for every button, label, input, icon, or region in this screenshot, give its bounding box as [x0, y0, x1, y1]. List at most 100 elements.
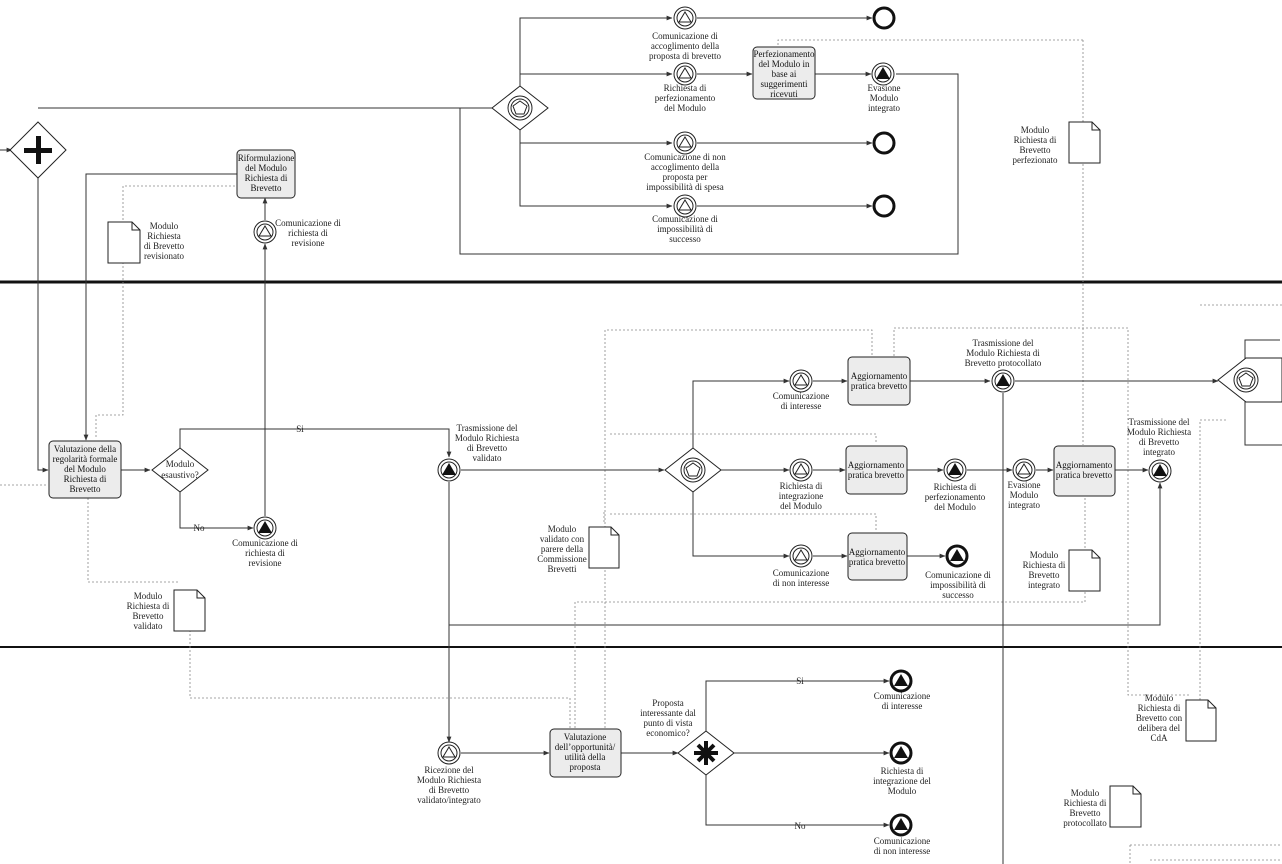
event-label-line: Comunicazione di: [652, 31, 718, 41]
signal-catch-event[interactable]: [673, 62, 697, 86]
event-label-line: richiesta di: [245, 548, 285, 558]
event-label-line: Comunicazione di: [652, 214, 718, 224]
document-icon: [107, 221, 141, 264]
modulo-esaustivo-gateway[interactable]: Modulo esaustivo?: [151, 447, 209, 493]
event-label-line: Modulo: [870, 93, 899, 103]
doc-label-line: Richiesta di: [1014, 135, 1057, 145]
signal-throw-event[interactable]: [253, 516, 277, 540]
event-label-line: del Modulo: [780, 501, 822, 511]
signal-end-event[interactable]: [889, 669, 913, 693]
event-label: Comunicazione di non interesse: [874, 836, 931, 856]
task-label: Aggiornamento: [851, 371, 908, 381]
signal-catch-icon: [794, 549, 808, 561]
signal-catch-event[interactable]: [789, 458, 813, 482]
task-label: suggerimenti: [761, 79, 808, 89]
signal-catch-icon: [1017, 463, 1031, 475]
signal-catch-event[interactable]: [253, 220, 277, 244]
event-label-line: accoglimento della: [651, 162, 719, 172]
signal-end-icon: [950, 549, 964, 561]
event-label-line: impossibilità di: [930, 580, 986, 590]
task-valutazione-regolarita[interactable]: Valutazione della regolarità formale del…: [48, 440, 122, 499]
task-aggiornamento-pratica[interactable]: Aggiornamento pratica brevetto: [845, 445, 908, 495]
event-label-line: Richiesta di: [881, 766, 924, 776]
end-event-icon[interactable]: [872, 194, 896, 218]
task-perfezionamento[interactable]: Perfezionamento del Modulo in base ai su…: [752, 46, 816, 100]
signal-end-event[interactable]: [889, 741, 913, 765]
parallel-gateway[interactable]: [9, 121, 67, 179]
doc-label-line: protocollato: [1063, 818, 1107, 828]
doc-label-line: validato con: [540, 534, 585, 544]
event-label-line: Comunicazione di non: [644, 152, 726, 162]
signal-throw-event[interactable]: [991, 369, 1015, 393]
signal-throw-event[interactable]: [943, 458, 967, 482]
flow-label-no: No: [194, 523, 205, 533]
event-label: Evasione Modulo integrato: [868, 83, 901, 113]
event-label-line: proposta di brevetto: [649, 51, 721, 61]
doc-label-line: Modulo: [1071, 788, 1100, 798]
end-event-icon[interactable]: [872, 131, 896, 155]
event-based-gateway[interactable]: [1217, 357, 1282, 403]
event-label-line: di Brevetto: [467, 443, 508, 453]
event-label-line: Modulo Richiesta: [1127, 427, 1191, 437]
signal-catch-event[interactable]: [437, 741, 461, 765]
flow-label-no: No: [795, 821, 806, 831]
task-aggiornamento-pratica[interactable]: Aggiornamento pratica brevetto: [1053, 445, 1116, 497]
signal-throw-event[interactable]: [437, 458, 461, 482]
event-label-line: Brevetto protocollato: [965, 358, 1042, 368]
event-based-gateway[interactable]: [664, 447, 722, 493]
event-based-gateway-icon: [680, 457, 706, 483]
document-icon: [1068, 121, 1101, 164]
end-event-icon[interactable]: [872, 6, 896, 30]
task-label: pratica brevetto: [851, 381, 908, 391]
task-riformulazione[interactable]: Riformulazione del Modulo Richiesta di B…: [236, 149, 296, 199]
signal-throw-icon: [948, 463, 962, 475]
gateway-label: punto di vista: [644, 718, 693, 728]
doc-label-line: delibera del: [1138, 723, 1181, 733]
event-label: Richiesta di integrazione del Modulo: [873, 766, 931, 796]
signal-catch-event[interactable]: [673, 6, 697, 30]
event-label: Comunicazione di impossibilità di succes…: [652, 214, 718, 244]
signal-throw-icon: [1153, 464, 1167, 476]
event-label-line: Ricezione del: [424, 765, 474, 775]
event-label: Comunicazione di richiesta di revisione: [232, 538, 298, 568]
doc-label: Modulo validato con parere della Commiss…: [537, 524, 587, 574]
event-label: Richiesta di integrazione del Modulo: [779, 481, 823, 511]
event-based-gateway[interactable]: [491, 85, 549, 131]
signal-end-event[interactable]: [889, 813, 913, 837]
event-label-line: Comunicazione di: [232, 538, 298, 548]
signal-throw-icon: [876, 67, 890, 79]
signal-catch-icon: [678, 136, 692, 148]
event-label: Comunicazione di interesse: [773, 391, 829, 411]
task-aggiornamento-pratica[interactable]: Aggiornamento pratica brevetto: [847, 356, 911, 406]
document-icon: [1185, 699, 1217, 742]
signal-catch-event[interactable]: [789, 544, 813, 568]
task-label: Brevetto: [70, 484, 101, 494]
event-label-line: Comunicazione di: [275, 218, 341, 228]
event-based-gateway-icon: [507, 95, 533, 121]
document-icon: [173, 589, 206, 632]
signal-catch-event[interactable]: [789, 369, 813, 393]
doc-label: Modulo Richiesta di Brevetto validato: [127, 591, 170, 631]
gateway-label: interessante dal: [640, 708, 696, 718]
gateway-label: Modulo: [166, 459, 195, 469]
complex-gateway[interactable]: [677, 730, 735, 776]
task-label: Valutazione: [564, 732, 606, 742]
signal-catch-event[interactable]: [1012, 458, 1036, 482]
task-label: proposta: [570, 762, 601, 772]
signal-throw-event[interactable]: [871, 62, 895, 86]
signal-catch-event[interactable]: [673, 194, 697, 218]
signal-end-event[interactable]: [945, 544, 969, 568]
event-label: Trasmissione del Modulo Richiesta di Bre…: [455, 423, 519, 463]
event-label-line: di interesse: [781, 401, 822, 411]
task-label: Brevetto: [251, 183, 282, 193]
signal-throw-event[interactable]: [1148, 459, 1172, 483]
task-aggiornamento-pratica[interactable]: Aggiornamento pratica brevetto: [847, 532, 908, 581]
event-label-line: integrazione: [779, 491, 823, 501]
signal-catch-event[interactable]: [673, 131, 697, 155]
task-label: Richiesta di: [64, 474, 107, 484]
task-valutazione-opportunita[interactable]: Valutazione dell’opportunità/ utilità de…: [549, 728, 622, 778]
doc-label-line: Modulo: [134, 591, 163, 601]
event-label-line: Comunicazione: [773, 391, 829, 401]
signal-throw-icon: [996, 374, 1010, 386]
signal-end-icon: [894, 746, 908, 758]
